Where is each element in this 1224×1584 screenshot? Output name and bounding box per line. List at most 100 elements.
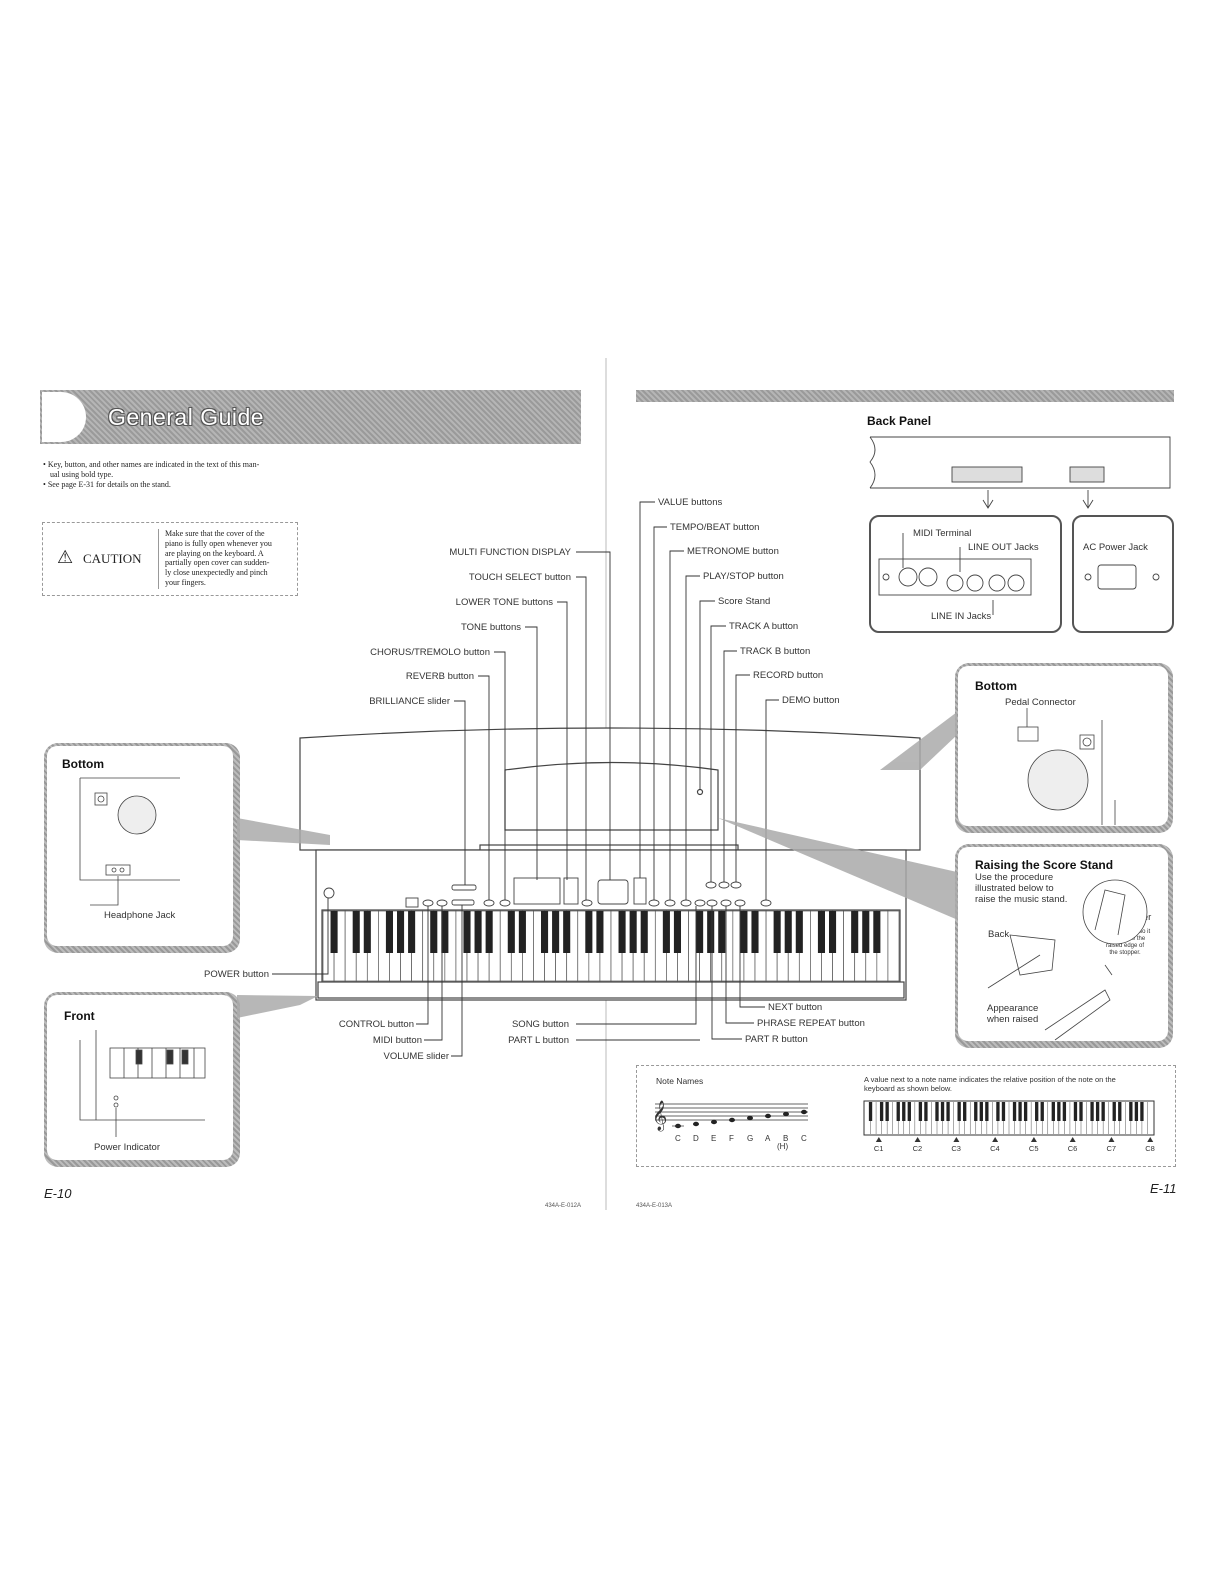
black-key: [817, 911, 826, 953]
page-number-left: E-10: [44, 1186, 72, 1201]
caution-text: Make sure that the cover of the piano is…: [165, 529, 272, 587]
black-key: [718, 911, 726, 953]
white-key: [544, 910, 556, 982]
white-key: [533, 910, 545, 982]
label-song: SONG button: [511, 1019, 569, 1030]
black-key: [629, 911, 637, 953]
back-panel-title: Back Panel: [867, 414, 932, 428]
control-panel: [323, 877, 772, 908]
white-key: [400, 910, 412, 982]
white-key: [355, 910, 368, 982]
reverb-button: [483, 899, 495, 907]
midi-terminal-label: MIDI Terminal: [913, 528, 972, 539]
black-key: [518, 911, 526, 953]
title-banner: [40, 390, 581, 444]
record-button: [730, 881, 742, 889]
black-key: [740, 911, 748, 953]
music-stand: [504, 761, 719, 831]
leader-lines: [272, 501, 779, 1057]
note-names-title: Note Names: [656, 1076, 704, 1086]
pedal-connector-label: Pedal Connector: [1005, 697, 1076, 708]
headphone-icon: [405, 897, 419, 908]
zoom-wedges: [237, 712, 958, 1018]
black-keys: [330, 911, 881, 953]
black-key: [618, 911, 626, 953]
white-key: [499, 910, 512, 982]
white-key: [765, 910, 778, 982]
label-part-l: PART L button: [508, 1035, 569, 1046]
bullet-1: Key, button, and other names are indicat…: [47, 460, 260, 469]
label-tone: TONE buttons: [460, 622, 521, 633]
black-key: [430, 911, 438, 953]
note-names-box: [636, 1065, 1176, 1167]
white-key: [389, 910, 401, 982]
chorus-button: [499, 899, 511, 907]
label-phrase-repeat: PHRASE REPEAT button: [757, 1018, 865, 1029]
line-in-label: LINE IN Jacks: [931, 611, 992, 622]
power-button: [323, 887, 335, 899]
white-key: [610, 910, 623, 982]
piano-front: [315, 849, 907, 1001]
volume-slider: [451, 899, 475, 906]
black-key: [474, 911, 482, 953]
black-key: [540, 911, 549, 953]
black-key: [795, 911, 803, 953]
note-h-label: (H): [777, 1142, 789, 1151]
bottom-inset-left-title: Bottom: [62, 757, 104, 771]
track-a-button: [705, 881, 717, 889]
black-key: [873, 911, 881, 953]
white-key: [832, 910, 844, 982]
white-key: [666, 910, 678, 982]
white-key: [632, 910, 645, 982]
control-button: [422, 899, 434, 907]
label-part-r: PART R button: [745, 1034, 808, 1045]
piano-lid: [299, 727, 921, 851]
label-multi-function-display: MULTI FUNCTION DISPLAY: [449, 547, 571, 558]
black-key: [640, 911, 648, 953]
play-stop-button: [680, 899, 692, 907]
headphone-jack-label: Headphone Jack: [104, 910, 176, 921]
piano: [299, 727, 921, 1001]
white-key: [710, 910, 723, 982]
white-key: [843, 910, 856, 982]
label-reverb: REVERB button: [405, 671, 474, 682]
touch-select-block: [563, 877, 579, 905]
white-key: [378, 910, 390, 982]
tone-button-block: [513, 877, 561, 905]
bullet-list: • Key, button, and other names are indic…: [43, 460, 260, 489]
phrase-button: [720, 899, 732, 907]
white-keys: [322, 910, 900, 982]
next-button: [734, 899, 746, 907]
tempo-button: [648, 899, 660, 907]
white-key: [333, 910, 346, 982]
black-key: [696, 911, 704, 953]
white-key: [621, 910, 634, 982]
label-score-stand: Score Stand: [718, 596, 771, 607]
black-key: [463, 911, 471, 953]
label-chorus-tremolo: CHORUS/TREMOLO button: [370, 647, 490, 658]
white-key: [522, 910, 534, 982]
caution-label: CAUTION: [83, 551, 142, 566]
page-title: General Guide: [108, 404, 265, 430]
white-key: [555, 910, 568, 982]
black-key: [485, 911, 493, 953]
caution-divider: [158, 529, 159, 589]
white-key: [798, 910, 811, 982]
value-buttons: [633, 877, 647, 905]
ac-power-label: AC Power Jack: [1083, 542, 1148, 553]
part-r-button: [706, 899, 718, 907]
black-key: [707, 911, 715, 953]
white-key: [643, 910, 656, 982]
score-stand-text: Use the procedure illustrated below to r…: [975, 872, 1068, 905]
caution-box: ⚠ CAUTION Make sure that the cover of th…: [42, 522, 298, 596]
black-key: [662, 911, 670, 953]
white-key: [854, 910, 867, 982]
black-key: [330, 911, 338, 953]
label-play-stop: PLAY/STOP button: [703, 571, 784, 582]
label-touch-select: TOUCH SELECT button: [468, 572, 571, 583]
bottom-inset-right-title: Bottom: [975, 679, 1017, 693]
black-key: [352, 911, 360, 953]
track-b-button: [718, 881, 730, 889]
white-key: [477, 910, 490, 982]
white-key: [599, 910, 612, 982]
